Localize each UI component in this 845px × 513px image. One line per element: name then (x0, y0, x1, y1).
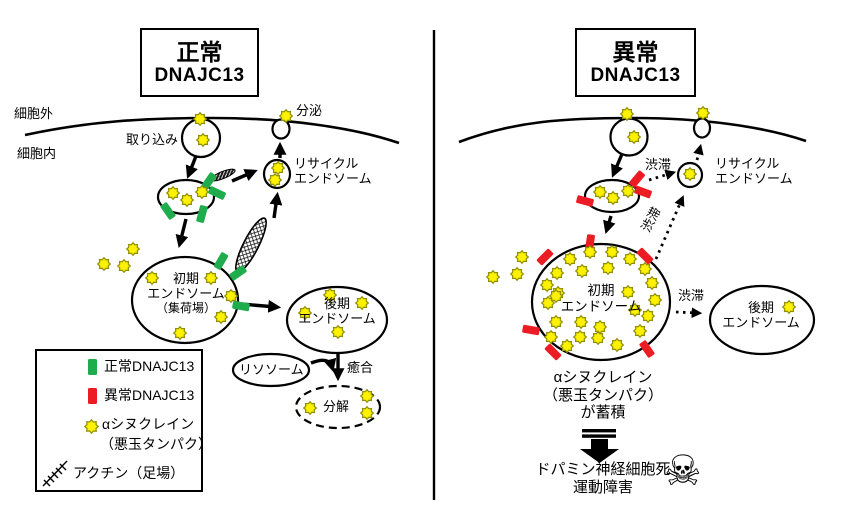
accumulation-line3: が蓄積 (580, 404, 626, 421)
early-line2: エンドソーム (147, 286, 225, 301)
degradation-label: 分解 (323, 399, 350, 414)
lysosome-fusion-arrow (310, 357, 337, 372)
right-panel-title: 異常 DNAJC13 (575, 28, 696, 97)
legend-synuclein-label2: （悪玉タンパク） (100, 436, 212, 452)
accumulation-arrow (580, 429, 619, 463)
legend-synuclein-label1: αシヌクレイン (102, 416, 195, 432)
abnormal-dnajc13-swatch (88, 388, 97, 404)
lysosome-label: リソソーム (239, 362, 304, 377)
left-title-line2: DNAJC13 (154, 64, 245, 86)
early-endosome-label: 初期 エンドソーム (551, 283, 651, 315)
accumulation-line2: （悪玉タンパク） (543, 386, 664, 404)
left-title-line1: 正常 (176, 38, 223, 65)
left-panel-title: 正常 DNAJC13 (140, 28, 259, 97)
sorting-to-recycling-arrow (231, 169, 258, 183)
early-line2: エンドソーム (560, 299, 642, 314)
normal-dnajc13-swatch (88, 359, 97, 375)
early-endosome-label: 初期 エンドソーム （集荷場） (133, 271, 239, 316)
sorting-to-early-arrow (175, 218, 189, 249)
secretion-vesicle (692, 117, 712, 139)
congested-early-to-recycling-arrow (654, 195, 685, 260)
legend-abnormal-label: 異常DNAJC13 (104, 387, 195, 403)
left-panel-graphics (24, 109, 400, 430)
accumulation-line1: αシヌクレイン (553, 369, 653, 386)
late-line2: エンドソーム (298, 311, 376, 326)
outcome-label: ドパミン神経細胞死 運動障害 (528, 461, 678, 496)
accumulation-label: αシヌクレイン （悪玉タンパク） が蓄積 (543, 369, 663, 422)
skull-crossbones-icon: ☠ (664, 446, 702, 495)
congested-early-to-late-arrow (675, 307, 703, 319)
late-endosome-label: 後期 エンドソーム (289, 296, 385, 326)
recycling-endosome-label: リサイクル エンドソーム (294, 156, 372, 186)
uptake-arrow (611, 153, 624, 178)
legend-normal-label: 正常DNAJC13 (104, 358, 195, 374)
extracellular-label: 細胞外 (14, 106, 54, 121)
congestion-label-1: 渋滞 (645, 157, 672, 172)
actin-to-recycling-arrow (269, 191, 283, 219)
legend-actin-label: アクチン（足場） (73, 465, 185, 481)
recycling-line1: リサイクル (715, 156, 780, 171)
late-line1: 後期 (323, 296, 350, 311)
congested-recycling-to-secretion-arrow (693, 143, 704, 161)
recycling-line1: リサイクル (294, 156, 359, 171)
lysosome (231, 352, 311, 388)
alpha-synuclein-icon (84, 419, 99, 434)
recycling-line2: エンドソーム (715, 171, 793, 186)
late-endosome-label: 後期 エンドソーム (711, 300, 811, 330)
degradation-vesicle (294, 384, 382, 430)
outcome-line1: ドパミン神経細胞死 (535, 461, 671, 478)
secretion-vesicle (271, 118, 291, 140)
secretion-label: 分泌 (296, 103, 323, 118)
legend-box (35, 349, 203, 492)
recycling-line2: エンドソーム (294, 171, 372, 186)
right-panel-graphics (458, 106, 816, 463)
sorting-to-early-arrow (603, 215, 616, 234)
uptake-arrow (185, 155, 198, 179)
cell-membrane (24, 116, 400, 145)
right-title-line1: 異常 (612, 38, 659, 65)
outcome-line2: 運動障害 (572, 478, 633, 496)
uptake-label: 取り込み (126, 132, 179, 147)
actin-filament-large (235, 217, 267, 273)
intracellular-label: 細胞内 (17, 146, 57, 161)
early-line1: 初期 (172, 271, 199, 286)
early-line1: 初期 (587, 283, 615, 298)
actin-icon (42, 460, 68, 487)
recycling-endosome-label: リサイクル エンドソーム (715, 156, 793, 186)
fusion-label: 癒合 (347, 360, 374, 375)
congestion-label-2: 渋滞 (678, 288, 705, 303)
late-line1: 後期 (747, 300, 774, 315)
early-line3: （集荷場） (155, 301, 216, 315)
right-title-line2: DNAJC13 (590, 64, 681, 86)
congested-sorting-to-recycling-arrow (648, 169, 677, 182)
late-line2: エンドソーム (722, 315, 800, 330)
